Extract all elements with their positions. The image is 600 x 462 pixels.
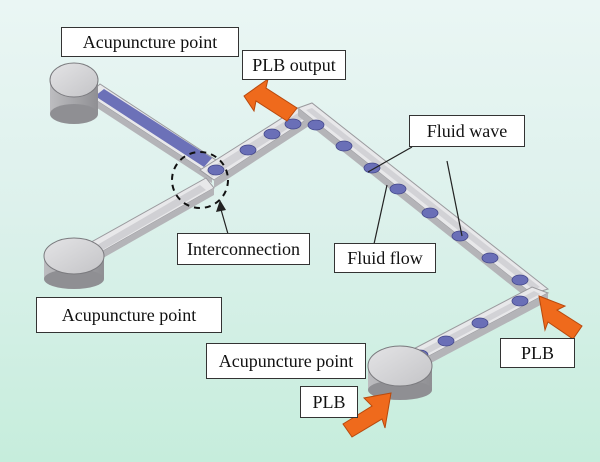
plb-right-arrow xyxy=(538,295,583,340)
reservoir-top-left xyxy=(49,62,99,124)
interconnection-marker xyxy=(171,151,229,209)
pointer-arrowhead xyxy=(216,200,226,212)
label-fluid-wave: Fluid wave xyxy=(409,115,525,147)
label-fluid-flow: Fluid flow xyxy=(334,243,436,273)
label-acupuncture-point-bottom: Acupuncture point xyxy=(206,343,366,379)
plb-output-arrow xyxy=(243,77,298,122)
reservoir-bottom xyxy=(367,345,433,400)
channel-top-left xyxy=(87,83,223,183)
channel-bottom-left xyxy=(85,177,215,262)
label-plb-bottom: PLB xyxy=(300,386,358,418)
label-interconnection: Interconnection xyxy=(177,233,310,265)
reservoir-bottom-left xyxy=(43,237,105,289)
label-acupuncture-point-top: Acupuncture point xyxy=(61,27,239,57)
channel-diagonal xyxy=(296,102,550,302)
plb-bottom-arrow xyxy=(342,392,392,438)
label-acupuncture-point-left: Acupuncture point xyxy=(36,297,222,333)
label-plb-output: PLB output xyxy=(242,50,346,80)
label-plb-right: PLB xyxy=(500,338,575,368)
